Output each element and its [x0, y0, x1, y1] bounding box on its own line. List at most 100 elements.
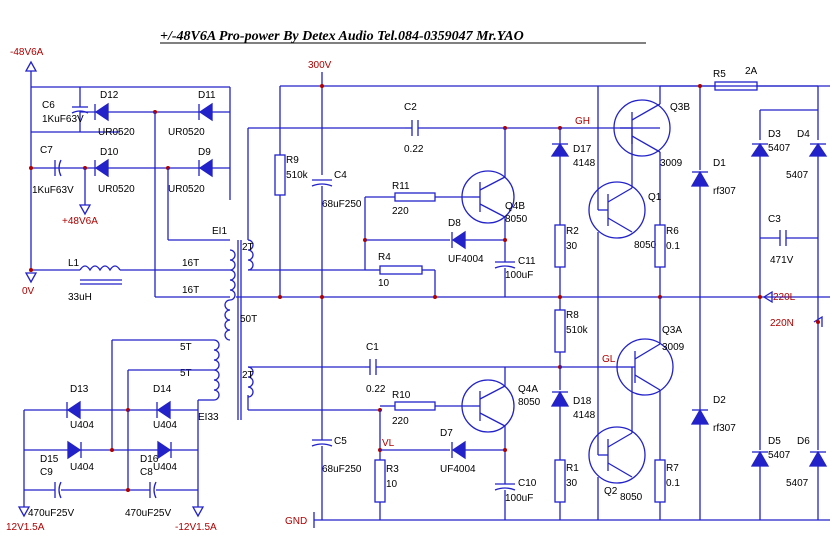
d2-label: D2: [713, 395, 726, 406]
hv-rails: 300V C4 68uF250 C5 68uF250 GND R9 510k: [274, 60, 830, 528]
r5-label: R5: [713, 69, 726, 80]
d16-diode-icon: [157, 440, 172, 460]
d16-label: D16: [140, 454, 159, 465]
d3-label: D3: [768, 129, 781, 140]
label-neg12: -12V1.5A: [175, 522, 217, 533]
d2-diode-icon: [690, 408, 710, 425]
r9-value: 510k: [286, 170, 309, 181]
d7-diode-icon: [451, 440, 466, 460]
d1-label: D1: [713, 158, 726, 169]
d17-value: 4148: [573, 158, 596, 169]
d10-value: UR0520: [98, 184, 135, 195]
d5-label: D5: [768, 436, 781, 447]
pos12-terminal-icon: [17, 506, 31, 518]
ac-n-terminal-icon: [813, 315, 823, 327]
label-220n: 220N: [770, 318, 794, 329]
c7-value: 1KuF63V: [32, 185, 74, 196]
c3-value: 471V: [770, 255, 794, 266]
transformer-ei1: EI1 16T 16T 2T 50T 2T 5T 5T EI33: [180, 127, 830, 423]
c7-label: C7: [40, 145, 53, 156]
r11-label: R11: [392, 181, 410, 192]
r9-label: R9: [286, 155, 299, 166]
r4-resistor-icon: [379, 265, 423, 275]
d9-value: UR0520: [168, 184, 205, 195]
d10-label: D10: [100, 147, 119, 158]
d5-diode-icon: [750, 450, 770, 467]
aux-coil-icon: [213, 339, 220, 401]
d4-label: D4: [797, 129, 810, 140]
label-zero: 0V: [22, 286, 35, 297]
r8-label: R8: [566, 310, 579, 321]
r10-value: 220: [392, 416, 409, 427]
c3-label: C3: [768, 214, 781, 225]
label-pos48: +48V6A: [62, 216, 98, 227]
c6-label: C6: [42, 100, 55, 111]
d10-diode-icon: [94, 158, 109, 178]
r4-value: 10: [378, 278, 390, 289]
r10-resistor-icon: [394, 401, 436, 411]
w16b-label: 16T: [182, 285, 199, 296]
node-gh: GH: [575, 116, 590, 127]
r2-label: R2: [566, 226, 579, 237]
node-gl: GL: [602, 354, 616, 365]
r9-resistor-icon: [274, 154, 286, 196]
q4b-label: Q4B: [505, 201, 525, 212]
c2-value: 0.22: [404, 144, 424, 155]
d11-value: UR0520: [168, 127, 205, 138]
rectifier-48v: -48V6A C6 1KuF63V D12 UR0520 D11 UR0520 …: [10, 47, 231, 303]
w5a-label: 5T: [180, 342, 192, 353]
q3a-value: 3009: [662, 342, 685, 353]
q4a-value: 8050: [518, 397, 541, 408]
label-220l: 220L: [773, 292, 796, 303]
q3a-label: Q3A: [662, 325, 682, 336]
d1-value: rf307: [713, 186, 736, 197]
d18-diode-icon: [550, 390, 570, 407]
r2-resistor-icon: [554, 224, 566, 268]
w2b-label: 2T: [242, 370, 254, 381]
pos48-terminal-icon: [78, 204, 92, 216]
r8-resistor-icon: [554, 309, 566, 353]
label-gnd: GND: [285, 516, 307, 527]
r11-resistor-icon: [394, 192, 436, 202]
d18-label: D18: [573, 396, 592, 407]
aux-supply-12v: D13 U404 D14 U404 D15 U404 D16 U404 C9 4…: [6, 339, 217, 533]
d13-label: D13: [70, 384, 89, 395]
d6-label: D6: [797, 436, 810, 447]
l1-inductor-icon: [79, 265, 121, 272]
c8-value: 470uF25V: [125, 508, 171, 519]
q1-label: Q1: [648, 192, 662, 203]
r6-value: 0.1: [666, 241, 680, 252]
d7-value: UF4004: [440, 464, 476, 475]
d6-diode-icon: [808, 450, 828, 467]
r1-resistor-icon: [554, 459, 566, 503]
label-pos12: 12V1.5A: [6, 522, 45, 533]
d17-label: D17: [573, 144, 592, 155]
d16-value: U404: [153, 462, 177, 473]
q3b-label: Q3B: [670, 102, 690, 113]
w50-label: 50T: [240, 314, 257, 325]
d7-label: D7: [440, 428, 453, 439]
neg48-terminal-icon: [24, 60, 38, 72]
c1-label: C1: [366, 342, 379, 353]
primary-left-coil-icon: [229, 249, 236, 301]
node-vl: VL: [382, 438, 395, 449]
q3a-transistor-icon: [616, 338, 674, 396]
d13-diode-icon: [66, 400, 81, 420]
q4a-label: Q4A: [518, 384, 538, 395]
r4-label: R4: [378, 252, 391, 263]
c10-label: C10: [518, 478, 537, 489]
w5b-label: 5T: [180, 368, 192, 379]
label-neg48: -48V6A: [10, 47, 44, 58]
d11-label: D11: [198, 90, 216, 101]
d8-value: UF4004: [448, 254, 484, 265]
ac-l-terminal-icon: [762, 290, 773, 304]
q4b-value: 8050: [505, 214, 528, 225]
r5-value: 2A: [745, 66, 758, 77]
d8-label: D8: [448, 218, 461, 229]
r2-value: 30: [566, 241, 578, 252]
q2-transistor-icon: [588, 426, 646, 484]
w16a-label: 16T: [182, 258, 199, 269]
c4-label: C4: [334, 170, 347, 181]
d15-diode-icon: [67, 440, 82, 460]
